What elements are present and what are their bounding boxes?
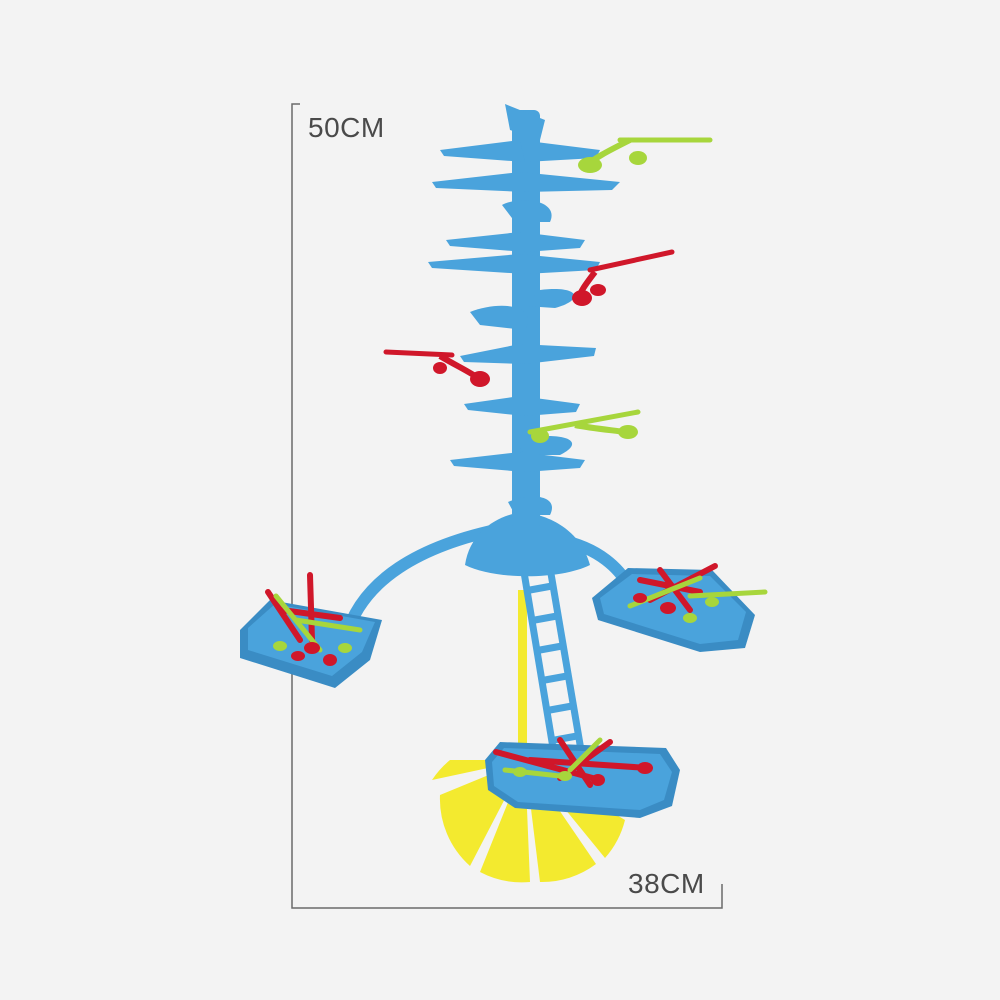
tray-left (240, 572, 382, 688)
dimension-bracket (291, 103, 723, 909)
dragonfly-green-lower (527, 409, 641, 443)
yellow-wheel (432, 590, 625, 883)
tray-right (592, 563, 768, 652)
width-dimension-label: 38CM (628, 868, 705, 899)
dragonfly-green-top (578, 137, 713, 173)
tree-base (465, 512, 590, 577)
dragonfly-red-upper (572, 249, 675, 306)
height-dimension-label: 50CM (308, 112, 385, 143)
tree-branches (428, 140, 620, 515)
ladder (518, 555, 586, 761)
dragonfly-red-middle (383, 349, 490, 387)
tray-bottom (485, 737, 680, 818)
